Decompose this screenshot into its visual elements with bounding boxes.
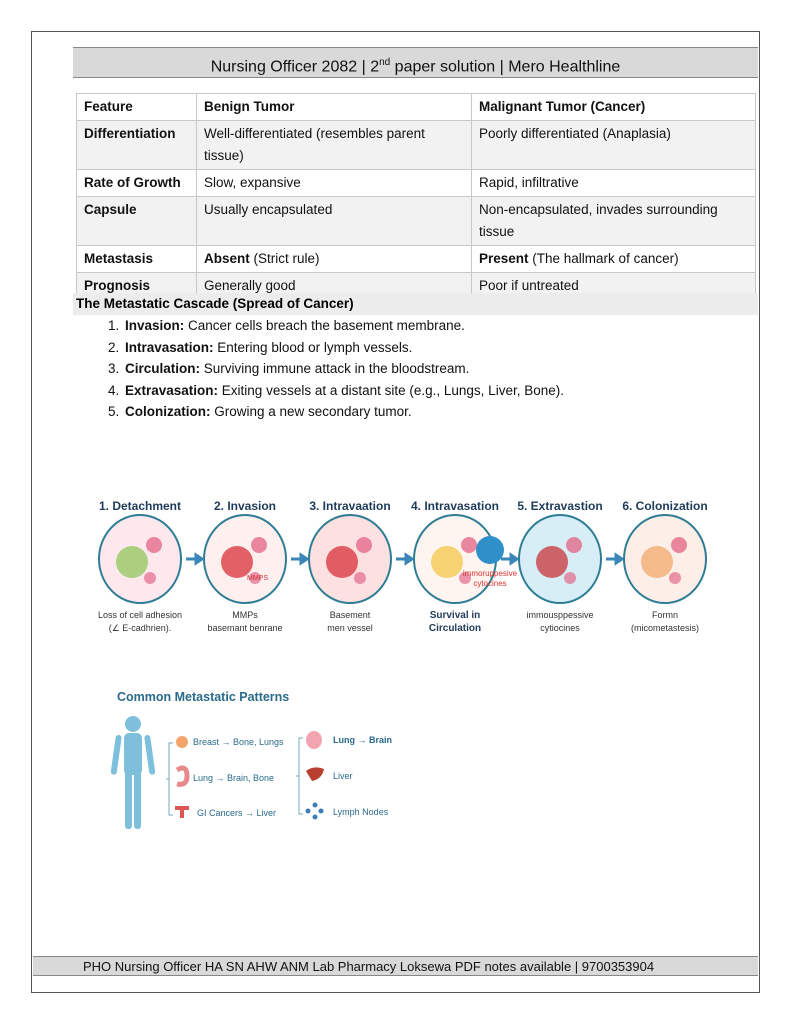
tumor-comparison-table: Feature Benign Tumor Malignant Tumor (Ca… (76, 93, 756, 300)
metastatic-steps-list: Invasion: Cancer cells breach the baseme… (80, 315, 564, 423)
table-header-row: Feature Benign Tumor Malignant Tumor (Ca… (76, 93, 756, 121)
malignant-text: (The hallmark of cancer) (528, 251, 679, 266)
stage-caption: Circulation (429, 623, 481, 634)
lungs-icon (306, 731, 322, 749)
feature-cell: Differentiation (76, 120, 197, 170)
uterus-icon (175, 806, 189, 818)
benign-bold: Absent (204, 251, 250, 266)
list-item: Circulation: Surviving immune attack in … (123, 358, 564, 380)
header-cell: Feature (76, 93, 197, 121)
stage-caption: Survival in (430, 610, 481, 621)
header-title: Nursing Officer 2082 | 2 (210, 58, 380, 76)
step-term: Circulation: (125, 361, 201, 376)
stage-caption: cytiocines (540, 623, 580, 633)
step-text: Cancer cells breach the basement membran… (184, 318, 465, 333)
bracket-right (296, 737, 303, 815)
arrow-right-icon (186, 552, 205, 566)
stage-caption: MMPs (232, 610, 258, 620)
stage-circle (98, 514, 182, 604)
stage-caption: (micometastesis) (631, 623, 699, 633)
step-text: Surviving immune attack in the bloodstre… (200, 361, 470, 376)
pattern-label: Liver (333, 771, 353, 781)
header-sup: nd (379, 57, 391, 68)
benign-text: (Strict rule) (249, 251, 320, 266)
cytokine-label: immoruppesive (463, 569, 518, 578)
header-cell: Malignant Tumor (Cancer) (471, 93, 756, 121)
cytokine-label: cytocines (473, 579, 506, 588)
metastatic-patterns-illustration: Common Metastatic Patterns Breast → Bone… (110, 690, 392, 829)
pattern-label: GI Cancers → Liver (197, 808, 276, 818)
stage-circle (518, 514, 602, 604)
bone-icon (176, 736, 188, 748)
malignant-cell: Poorly differentiated (Anaplasia) (471, 120, 756, 170)
immune-cell-icon (476, 536, 504, 564)
arrow-right-icon (396, 552, 415, 566)
stage-title: 4. Intravasation (411, 499, 499, 513)
benign-cell: Well-differentiated (resembles parent ti… (196, 120, 472, 170)
stage-circle (308, 514, 392, 604)
header-title-rest: paper solution | Mero Healthline (390, 58, 621, 76)
human-body-icon (110, 716, 156, 829)
stage-caption: Basement (330, 610, 371, 620)
arrow-right-icon (606, 552, 625, 566)
benign-cell: Slow, expansive (196, 169, 472, 197)
section-heading: The Metastatic Cascade (Spread of Cancer… (73, 293, 758, 315)
feature-cell: Metastasis (76, 245, 197, 273)
malignant-cell: Rapid, infiltrative (471, 169, 756, 197)
feature-cell: Rate of Growth (76, 169, 197, 197)
step-term: Invasion: (125, 318, 185, 333)
table-row: Rate of Growth Slow, expansive Rapid, in… (76, 169, 756, 197)
malignant-cell: Non-encapsulated, invades surrounding ti… (471, 196, 756, 246)
pattern-label: Lymph Nodes (333, 807, 389, 817)
arrow-right-icon (501, 552, 520, 566)
step-text: Growing a new secondary tumor. (210, 404, 412, 419)
stage-title: 2. Invasion (214, 499, 276, 513)
lymph-nodes-icon (305, 802, 324, 820)
list-item: Colonization: Growing a new secondary tu… (123, 401, 564, 423)
step-term: Intravasation: (125, 339, 214, 355)
pattern-label: Lung → Brain (333, 735, 392, 745)
stage-title: 5. Extravastion (517, 499, 602, 513)
stage-caption: Formn (652, 610, 678, 620)
stage-caption: (∠ E-cadhrien). (109, 623, 172, 633)
stage-circle (623, 514, 707, 604)
step-text: Exiting vessels at a distant site (e.g.,… (218, 382, 564, 398)
stage-circle (203, 514, 287, 604)
pattern-label: Breast → Bone, Lungs (193, 737, 284, 747)
stage-caption: immousppessive (526, 610, 593, 620)
table-row: Metastasis Absent (Strict rule) Present … (76, 245, 756, 273)
stage-caption: men vessel (327, 623, 373, 633)
table-row: Differentiation Well-differentiated (res… (76, 120, 756, 170)
list-item: Invasion: Cancer cells breach the baseme… (123, 315, 564, 337)
step-term: Colonization: (125, 404, 211, 419)
pattern-label: Lung → Brain, Bone (193, 773, 274, 783)
page-header: Nursing Officer 2082 | 2nd paper solutio… (73, 47, 758, 78)
list-item: Extravasation: Exiting vessels at a dist… (123, 380, 564, 402)
stage-title: 6. Colonization (622, 499, 707, 513)
step-text: Entering blood or lymph vessels. (213, 339, 413, 355)
stage-caption: Loss of cell adhesion (98, 610, 182, 620)
mmps-label: MMPS (247, 575, 268, 582)
list-item: Intravasation: Entering blood or lymph v… (123, 337, 564, 359)
malignant-cell: Present (The hallmark of cancer) (471, 245, 756, 273)
malignant-bold: Present (479, 251, 529, 266)
feature-cell: Capsule (76, 196, 197, 246)
liver-icon (306, 767, 324, 781)
benign-cell: Usually encapsulated (196, 196, 472, 246)
step-term: Extravasation: (125, 382, 219, 398)
page-border (31, 31, 760, 993)
stomach-icon (175, 765, 190, 787)
header-cell: Benign Tumor (196, 93, 472, 121)
stage-title: 1. Detachment (99, 499, 181, 513)
page-footer: PHO Nursing Officer HA SN AHW ANM Lab Ph… (33, 956, 758, 976)
table-row: Capsule Usually encapsulated Non-encapsu… (76, 196, 756, 246)
bracket-left (166, 742, 173, 816)
stage-caption: basemant benrane (207, 623, 282, 633)
stage-title: 3. Intravaation (309, 499, 390, 513)
patterns-title: Common Metastatic Patterns (117, 690, 289, 704)
benign-cell: Absent (Strict rule) (196, 245, 472, 273)
arrow-right-icon (291, 552, 310, 566)
